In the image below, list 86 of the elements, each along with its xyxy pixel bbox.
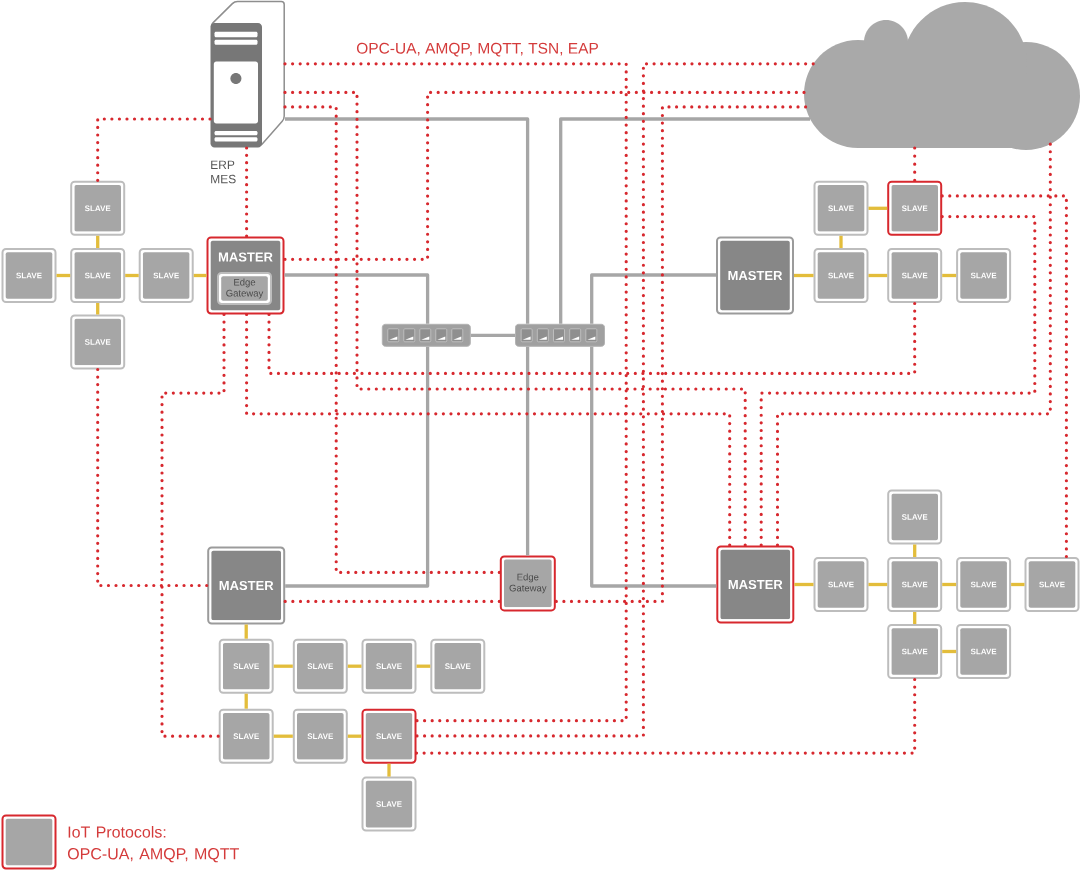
node-caption: ERP MES <box>211 160 236 184</box>
dotted-line <box>554 105 808 603</box>
connector-line <box>913 612 917 624</box>
dotted-line <box>245 146 249 239</box>
connector-line <box>416 664 431 668</box>
slave-box: SLAVE <box>70 248 126 303</box>
connector-line <box>590 346 717 588</box>
connector-line <box>244 624 248 639</box>
slave-box: SLAVE <box>813 557 869 612</box>
connector-line <box>559 117 811 324</box>
connector-line <box>285 117 530 324</box>
slave-box: SLAVE <box>887 180 943 236</box>
slave-box: SLAVE <box>887 489 943 545</box>
dotted-line <box>414 62 815 738</box>
connector-line <box>96 235 100 248</box>
legend-text: IoT Protocols: OPC-UA, AMQP, MQTT <box>67 826 239 863</box>
connector-line <box>244 693 248 709</box>
dotted-line <box>913 146 917 183</box>
slave-box: SLAVE <box>218 708 274 764</box>
gateway-box: Edge Gateway <box>217 272 272 305</box>
master-box: MASTER <box>207 546 286 625</box>
slave-box: SLAVE <box>138 248 194 303</box>
slave-box: SLAVE <box>956 557 1012 612</box>
dotted-line <box>96 367 209 588</box>
connector-line <box>347 664 362 668</box>
dotted-line <box>283 90 747 548</box>
connector-line <box>913 544 917 557</box>
slave-box: SLAVE <box>292 638 348 694</box>
dotted-line <box>283 105 502 574</box>
connector-line <box>942 273 957 278</box>
connector-line <box>525 346 530 556</box>
dotted-line <box>283 599 502 603</box>
dotted-line <box>160 312 226 738</box>
slave-box: SLAVE <box>361 708 417 764</box>
cloud <box>804 2 1080 150</box>
slave-box: SLAVE <box>361 776 417 832</box>
connector-line <box>347 734 362 738</box>
connector-line <box>794 582 814 587</box>
connector-line <box>839 235 843 248</box>
slave-box: SLAVE <box>887 624 943 679</box>
slave-box: SLAVE <box>887 557 943 612</box>
connector-line <box>273 664 293 668</box>
dotted-line <box>775 142 1052 548</box>
slave-box: SLAVE <box>70 180 126 236</box>
connector-line <box>285 346 430 588</box>
connector-line <box>193 273 207 278</box>
master-box: MASTER <box>716 545 795 624</box>
connector-line <box>284 273 430 324</box>
slave-box: SLAVE <box>1024 557 1080 612</box>
dotted-line <box>940 194 1068 559</box>
connector-line <box>590 273 716 324</box>
dotted-line <box>759 215 1037 548</box>
connector-line <box>470 333 515 337</box>
dotted-line <box>245 312 732 548</box>
connector-line <box>942 649 957 654</box>
dotted-line <box>283 62 628 723</box>
connector-line <box>273 734 293 738</box>
connector-line <box>868 582 888 587</box>
dotted-line <box>414 677 917 755</box>
slave-box: SLAVE <box>1 248 57 303</box>
slave-box: SLAVE <box>956 248 1012 303</box>
connector-line <box>868 273 888 278</box>
slave-box: SLAVE <box>361 638 417 694</box>
connector-line <box>1011 582 1025 587</box>
connector-line <box>125 273 139 278</box>
connector-line <box>942 582 957 587</box>
gateway-box: Edge Gateway <box>499 555 556 612</box>
slave-box: SLAVE <box>430 638 486 694</box>
server-tower <box>210 0 285 148</box>
slave-box: SLAVE <box>887 248 943 303</box>
protocol-label: OPC-UA, AMQP, MQTT, TSN, EAP <box>356 42 598 57</box>
slave-box: SLAVE <box>813 248 869 303</box>
slave-box: SLAVE <box>956 624 1012 679</box>
slave-box: SLAVE <box>813 180 869 236</box>
connector-line <box>794 273 814 278</box>
connector-line <box>868 206 888 210</box>
dotted-line <box>267 301 917 375</box>
slave-box: SLAVE <box>70 314 126 370</box>
connector-line <box>96 303 100 315</box>
dotted-line <box>96 117 212 183</box>
connector-line <box>56 273 71 278</box>
slave-box: SLAVE <box>292 708 348 764</box>
slave-box: SLAVE <box>218 638 274 694</box>
connector-line <box>387 763 391 777</box>
master-box: MASTER <box>716 236 794 315</box>
dotted-line <box>282 90 806 261</box>
